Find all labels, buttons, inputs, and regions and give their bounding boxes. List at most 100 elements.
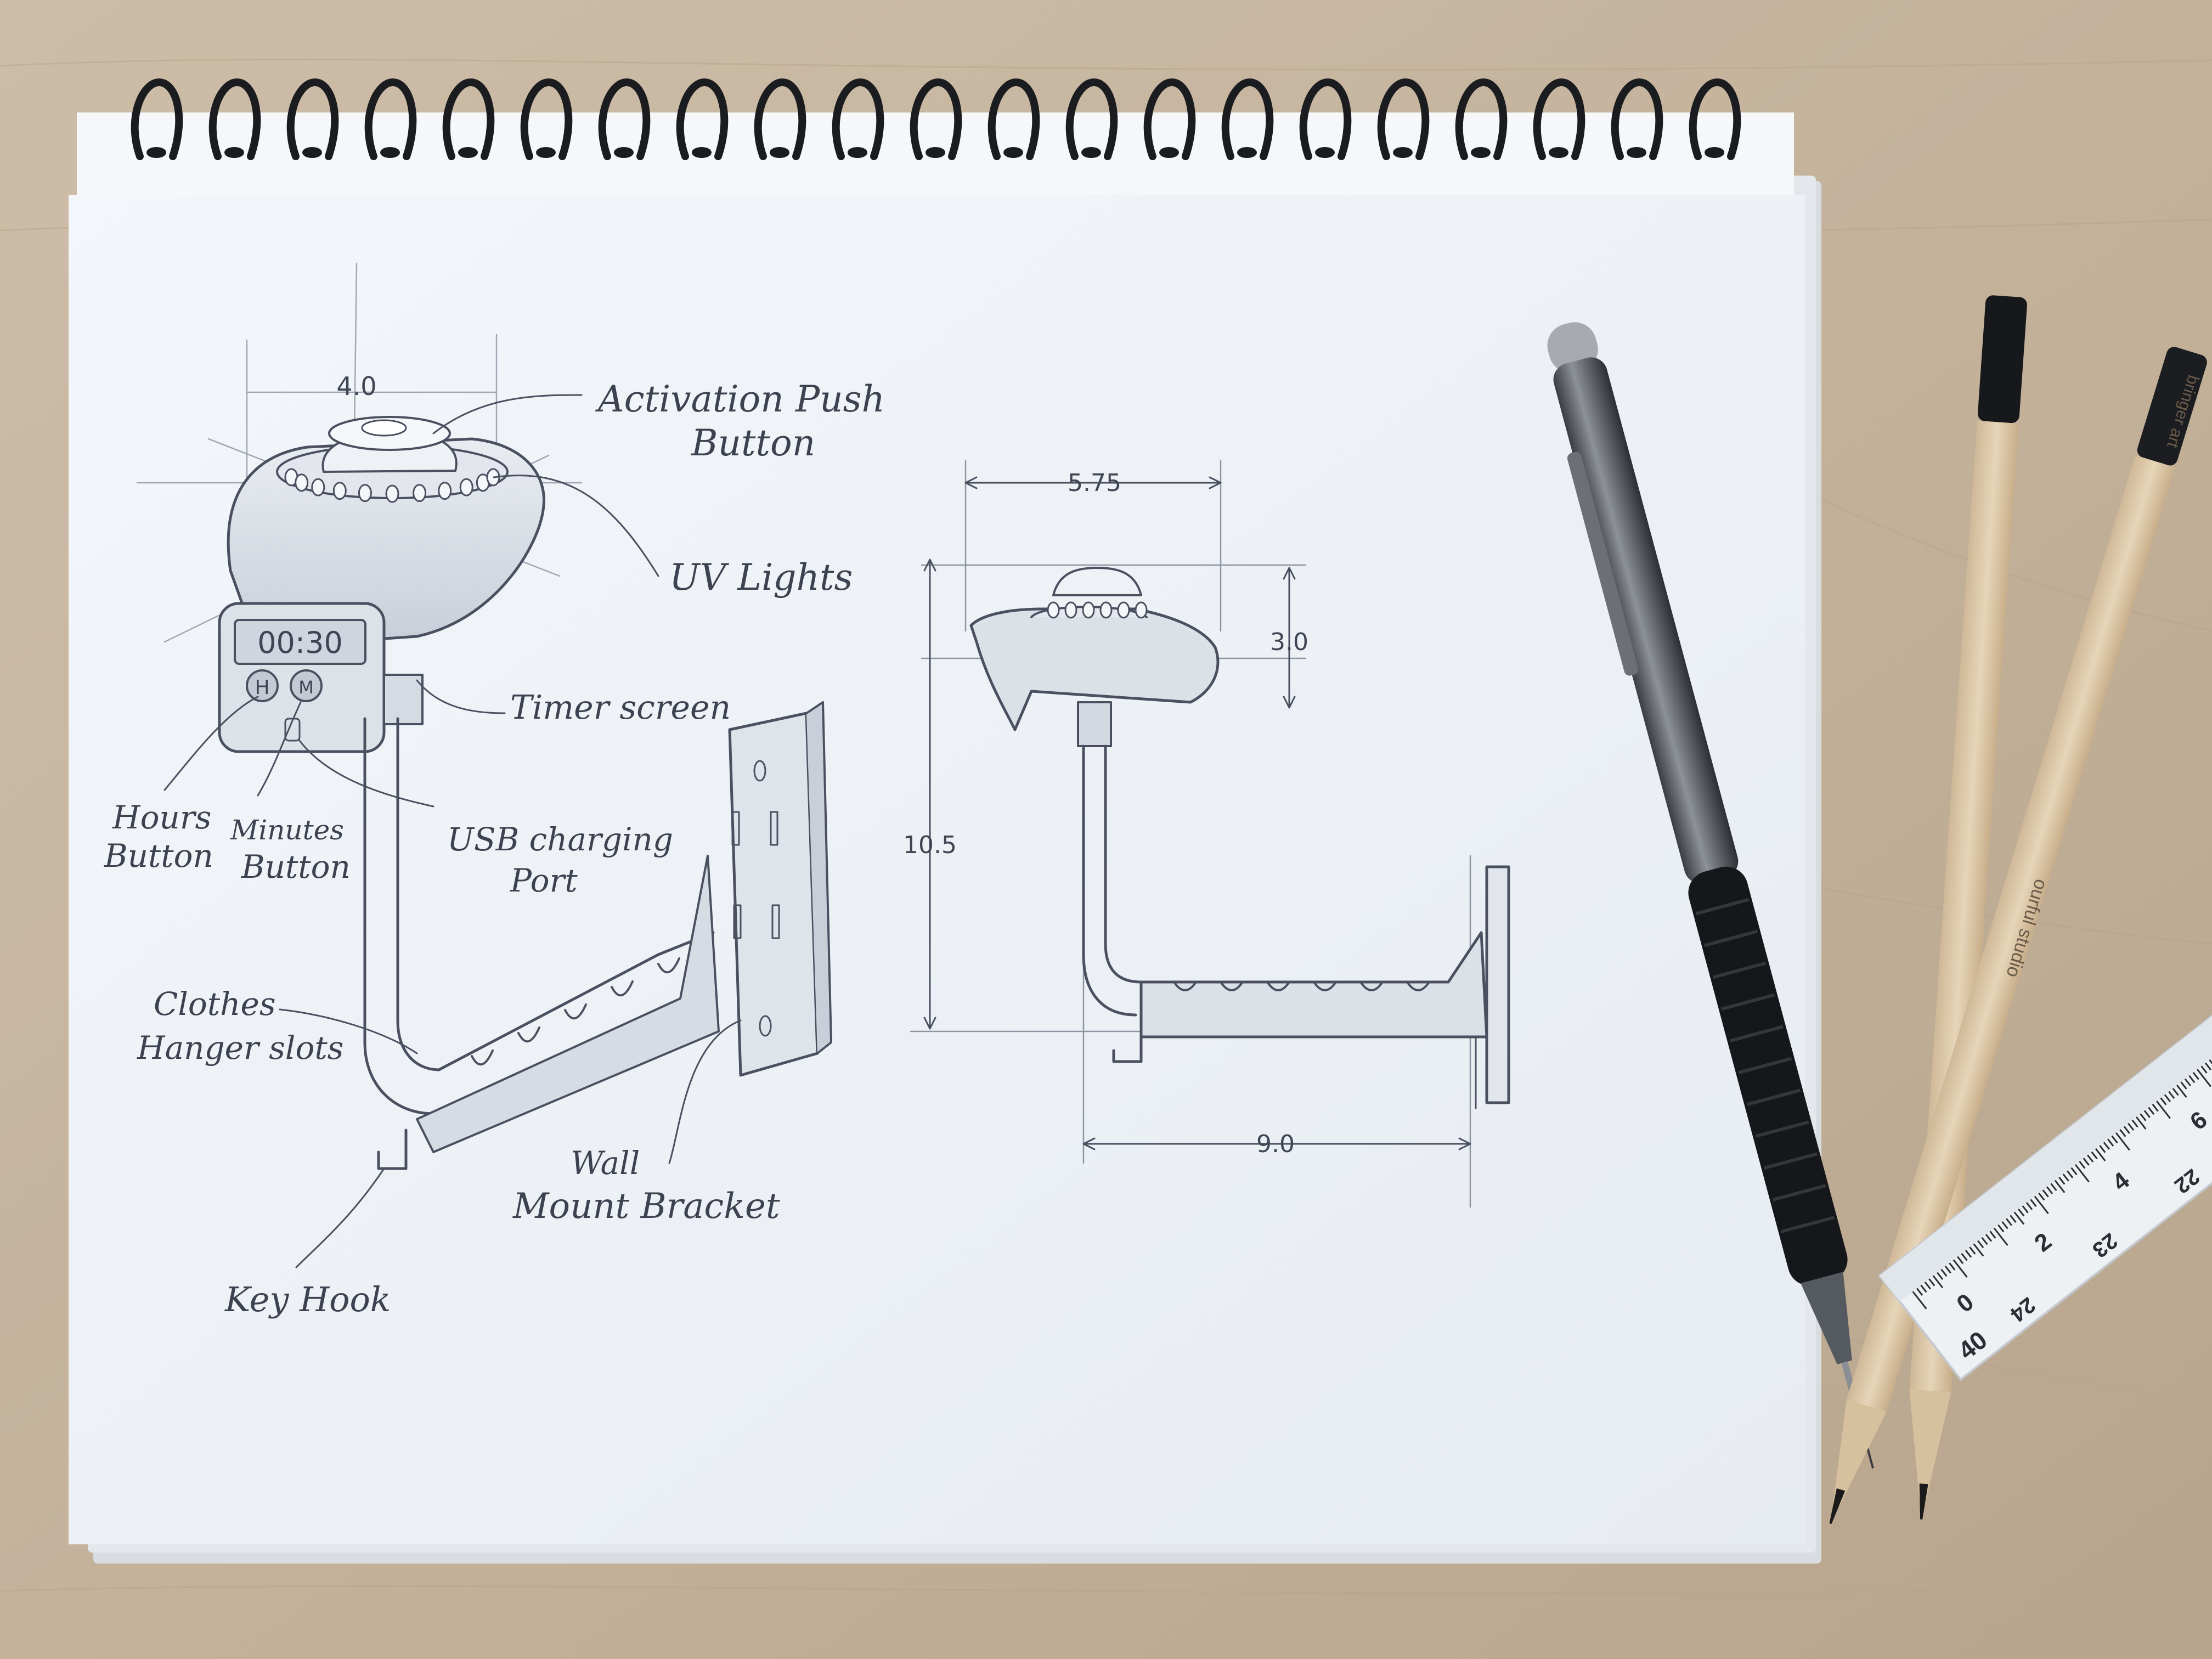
spiral-coil <box>1455 78 1508 160</box>
uv-light <box>385 484 399 503</box>
spiral-hole <box>1471 147 1491 158</box>
label-hours-button-2: Button <box>104 837 213 874</box>
spiral-hole <box>1549 147 1568 158</box>
ruler-tick <box>1920 1284 1927 1293</box>
spiral-coil <box>598 78 651 160</box>
ruler-tick <box>2030 1199 2037 1207</box>
ruler-tick <box>2160 1097 2167 1105</box>
ruler-tick <box>2001 1221 2008 1229</box>
ruler-tick <box>1981 1237 1988 1245</box>
label-usb-charging-port-2: Port <box>510 862 578 899</box>
label-uv-lights: UV Lights <box>669 556 853 599</box>
ruler-tick <box>2079 1161 2086 1169</box>
side-hanger-slot <box>1266 981 1290 991</box>
dim-arm-length: 9.0 <box>1256 1130 1295 1158</box>
label-minutes-button-1: Minutes <box>230 814 344 846</box>
ruler-tick <box>1924 1281 1931 1290</box>
side-uv-light <box>1117 601 1130 619</box>
ruler-tick <box>2172 1087 2179 1096</box>
ruler-tick <box>2209 1059 2212 1068</box>
key-hook <box>377 1128 408 1170</box>
label-activation-push-button-1: Activation Push <box>595 378 885 420</box>
side-view-hanger-arm <box>1139 931 1488 1039</box>
label-wall-mount-bracket-1: Wall <box>571 1144 640 1182</box>
spiral-hole <box>1705 147 1724 158</box>
ruler-tick <box>2054 1180 2066 1193</box>
spiral-hole <box>614 147 634 158</box>
spiral-hole <box>302 147 322 158</box>
side-hanger-slot <box>1220 981 1244 991</box>
hanger-slot <box>657 957 680 974</box>
dimension-lines <box>923 476 1471 1150</box>
label-hours-button-1: Hours <box>112 799 211 836</box>
ruler-tick <box>2099 1145 2106 1153</box>
spiral-hole <box>1315 147 1335 158</box>
ruler-tick <box>2180 1081 2187 1090</box>
ruler-tick <box>2025 1202 2033 1210</box>
spiral-hole <box>848 147 867 158</box>
wood-pencil-icon: ourful studio <box>1829 347 2207 1524</box>
spiral-hole <box>770 147 789 158</box>
hours-button <box>246 669 279 702</box>
label-activation-push-button-2: Button <box>691 422 815 464</box>
side-view-wall-plate <box>1485 865 1510 1104</box>
leader-lines <box>163 394 742 1268</box>
ruler-tick <box>2176 1085 2187 1098</box>
spiral-hole <box>1627 147 1646 158</box>
ruler-tick <box>2111 1135 2118 1144</box>
scale-ruler-icon: 0246810 21222324 40 <box>1878 936 2212 1381</box>
spiral-coil <box>286 78 339 160</box>
hours-button-letter: H <box>255 676 269 699</box>
side-hanger-slot <box>1359 981 1384 991</box>
uv-light <box>332 482 347 500</box>
ruler-tick <box>2123 1126 2130 1134</box>
ruler-tick <box>2005 1218 2013 1226</box>
side-view-head <box>969 607 1220 731</box>
dim-top-width: 5.75 <box>1068 469 1121 497</box>
label-usb-charging-port-1: USB charging <box>447 821 673 858</box>
ruler-tick <box>2018 1208 2025 1217</box>
ruler-tick <box>1985 1234 1993 1242</box>
spiral-hole <box>146 147 166 158</box>
side-hanger-slot <box>1313 981 1337 991</box>
label-timer-screen: Timer screen <box>510 689 731 727</box>
spiral-coil <box>832 78 884 160</box>
ruler-tick <box>2062 1173 2069 1182</box>
ruler-tick <box>1953 1259 1968 1278</box>
uv-light <box>295 473 309 492</box>
dim-total-height: 10.5 <box>903 831 957 859</box>
ruler-tick <box>2046 1186 2053 1194</box>
side-uv-light <box>1135 601 1148 619</box>
ruler-tick <box>2038 1192 2045 1201</box>
hanger-arm <box>416 855 720 1153</box>
spiral-hole <box>224 147 244 158</box>
ruler-tick <box>2131 1119 2138 1128</box>
hanger-slot <box>611 980 634 997</box>
side-view-pole <box>1082 744 1143 1017</box>
label-minutes-button-2: Button <box>241 848 351 885</box>
spiral-coil <box>754 78 806 160</box>
ruler-tick <box>2164 1094 2171 1102</box>
minutes-button-letter: M <box>298 677 314 698</box>
ruler-tick <box>2168 1091 2175 1099</box>
ruler-tick <box>2066 1170 2074 1178</box>
timer-screen <box>234 619 366 665</box>
ruler-tick <box>2140 1113 2147 1121</box>
uv-light <box>413 484 427 503</box>
ruler-tick <box>2204 1062 2212 1071</box>
ruler-tick <box>2034 1195 2049 1215</box>
ruler-tick <box>2119 1129 2126 1137</box>
ruler-tick <box>2091 1151 2098 1160</box>
spiral-coil <box>520 78 573 160</box>
minutes-button <box>290 669 323 702</box>
ruler-tick <box>1936 1272 1944 1280</box>
spiral-coil <box>1377 78 1430 160</box>
ruler-tick <box>2200 1065 2208 1074</box>
ruler-tick <box>1944 1266 1951 1274</box>
perspective-sketch: 4.0 00:30 H M <box>136 262 832 1268</box>
uv-light <box>311 478 325 496</box>
ruler-tick <box>1961 1252 1968 1261</box>
bracket-screw-holes <box>731 760 780 1037</box>
ruler-tick <box>2107 1138 2114 1147</box>
